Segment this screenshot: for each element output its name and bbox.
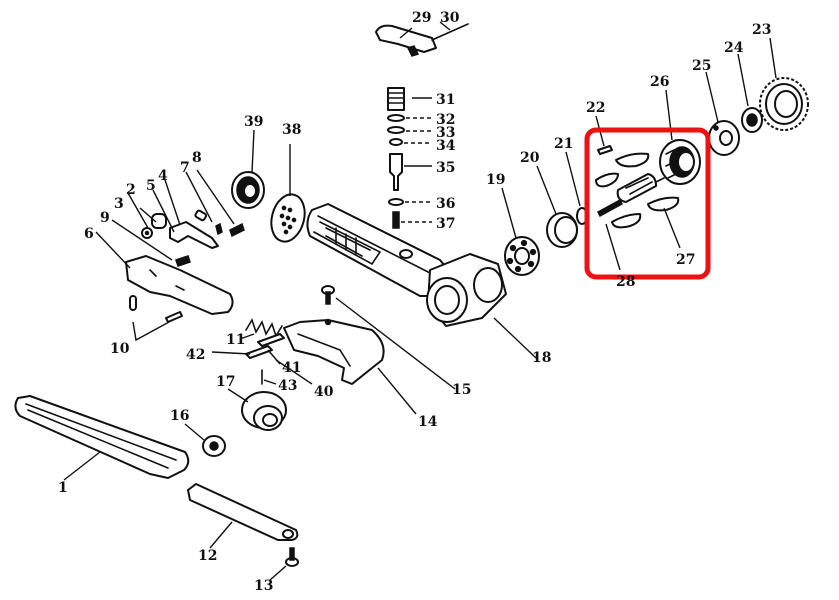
part-clip	[169, 209, 219, 249]
callout-33: 33	[436, 125, 455, 141]
callout-17: 17	[216, 374, 235, 390]
callout-36: 36	[436, 196, 455, 212]
part-washer-bushing	[141, 213, 167, 239]
callout-1: 1	[58, 480, 68, 496]
callout-40: 40	[314, 384, 334, 400]
callout-labels: 1234567891011121314151617181920212223242…	[58, 10, 771, 594]
callout-34: 34	[436, 138, 456, 154]
part-pins	[129, 295, 183, 323]
part-sprocket-23	[759, 77, 809, 131]
callout-11: 11	[226, 332, 245, 348]
callout-15: 15	[452, 382, 471, 398]
callout-26: 26	[650, 74, 669, 90]
leader-lines	[63, 21, 777, 581]
part-head-housing	[426, 253, 507, 327]
callout-41: 41	[282, 360, 301, 376]
part-throttle-lever	[375, 23, 469, 57]
callout-25: 25	[692, 58, 711, 74]
callout-32: 32	[436, 112, 455, 128]
highlight-box	[584, 127, 711, 280]
callout-30: 30	[440, 10, 460, 26]
callout-6: 6	[84, 226, 94, 242]
part-small-levers	[245, 333, 285, 385]
callout-9: 9	[100, 210, 110, 226]
part-screws-7-8	[215, 222, 245, 238]
callout-8: 8	[192, 150, 202, 166]
part-roller-16	[202, 435, 226, 457]
callout-13: 13	[254, 578, 273, 594]
callout-29: 29	[412, 10, 431, 26]
callout-31: 31	[436, 92, 455, 108]
part-valve-stack	[387, 87, 405, 229]
callout-42: 42	[186, 347, 205, 363]
callout-43: 43	[278, 378, 297, 394]
part-spring-11	[245, 318, 283, 338]
part-screw-9	[175, 255, 191, 267]
callout-4: 4	[158, 168, 168, 184]
callout-37: 37	[436, 216, 455, 232]
part-perforated-disc	[270, 193, 306, 243]
part-belt	[14, 395, 190, 479]
part-knob-17	[241, 391, 287, 431]
callout-10: 10	[110, 341, 130, 357]
part-guard-cover	[283, 318, 385, 385]
callout-14: 14	[418, 414, 438, 430]
part-screw-13	[285, 547, 299, 567]
callout-28: 28	[616, 274, 635, 290]
part-arm	[125, 255, 234, 315]
part-bearing-19	[504, 236, 540, 276]
callout-35: 35	[436, 160, 455, 176]
callout-3: 3	[114, 196, 124, 212]
part-bearing-24	[741, 107, 763, 133]
part-screw-15	[321, 285, 335, 305]
callout-22: 22	[586, 100, 605, 116]
callout-21: 21	[554, 136, 573, 152]
callout-27: 27	[676, 252, 695, 268]
callout-20: 20	[520, 150, 540, 166]
callout-19: 19	[486, 172, 505, 188]
callout-12: 12	[198, 548, 217, 564]
part-end-plate-25	[708, 120, 740, 156]
part-ring-20	[546, 212, 578, 248]
part-cylinder-26	[659, 139, 701, 185]
part-gear-nut	[231, 171, 265, 209]
callout-7: 7	[180, 160, 190, 176]
callout-39: 39	[244, 114, 263, 130]
callout-5: 5	[146, 178, 156, 194]
callout-16: 16	[170, 408, 189, 424]
callout-23: 23	[752, 22, 771, 38]
part-rotor-assembly	[595, 145, 680, 229]
callout-38: 38	[282, 122, 301, 138]
callout-2: 2	[126, 182, 136, 198]
part-belt-arm	[187, 483, 299, 541]
callout-18: 18	[532, 350, 551, 366]
callout-24: 24	[724, 40, 744, 56]
